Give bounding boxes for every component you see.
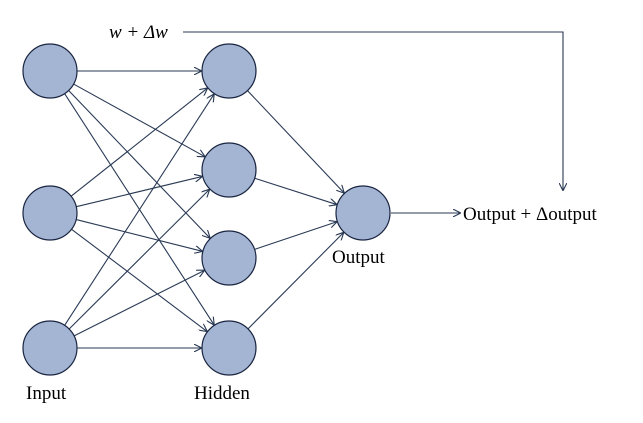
output-node xyxy=(335,185,391,241)
input-label: Input xyxy=(26,383,67,404)
edge-input-node-2-to-hidden-node-1 xyxy=(70,88,207,197)
hidden-node-4 xyxy=(201,320,257,376)
input-node-2 xyxy=(22,185,78,241)
edge-hidden-node-2-to-output-node xyxy=(254,177,337,204)
hidden-label: Hidden xyxy=(194,383,250,404)
output-delta-label: Output + Δoutput xyxy=(463,204,597,225)
feedback-line xyxy=(183,31,563,190)
edge-input-node-3-to-hidden-node-1 xyxy=(64,95,214,326)
edge-input-node-2-to-hidden-node-3 xyxy=(76,219,202,252)
edge-hidden-node-3-to-output-node xyxy=(254,222,337,250)
input-node-1 xyxy=(22,43,78,99)
network-nodes xyxy=(22,43,391,376)
output-label: Output xyxy=(332,247,386,268)
edge-input-node-2-to-hidden-node-2 xyxy=(76,177,202,208)
edge-input-node-1-to-hidden-node-2 xyxy=(73,83,205,156)
feedback-weight-label: w + Δw xyxy=(109,22,168,43)
edge-input-node-3-to-hidden-node-3 xyxy=(73,271,204,337)
edge-input-node-3-to-hidden-node-2 xyxy=(68,190,209,330)
edge-input-node-2-to-hidden-node-4 xyxy=(71,228,207,331)
input-node-3 xyxy=(22,320,78,376)
edge-hidden-node-1-to-output-node xyxy=(247,90,344,193)
edge-hidden-node-4-to-output-node xyxy=(247,233,343,330)
hidden-node-3 xyxy=(201,230,257,286)
edge-input-node-1-to-hidden-node-3 xyxy=(68,90,210,238)
connection-edges xyxy=(64,71,344,348)
hidden-node-2 xyxy=(201,142,257,198)
hidden-node-1 xyxy=(201,43,257,99)
